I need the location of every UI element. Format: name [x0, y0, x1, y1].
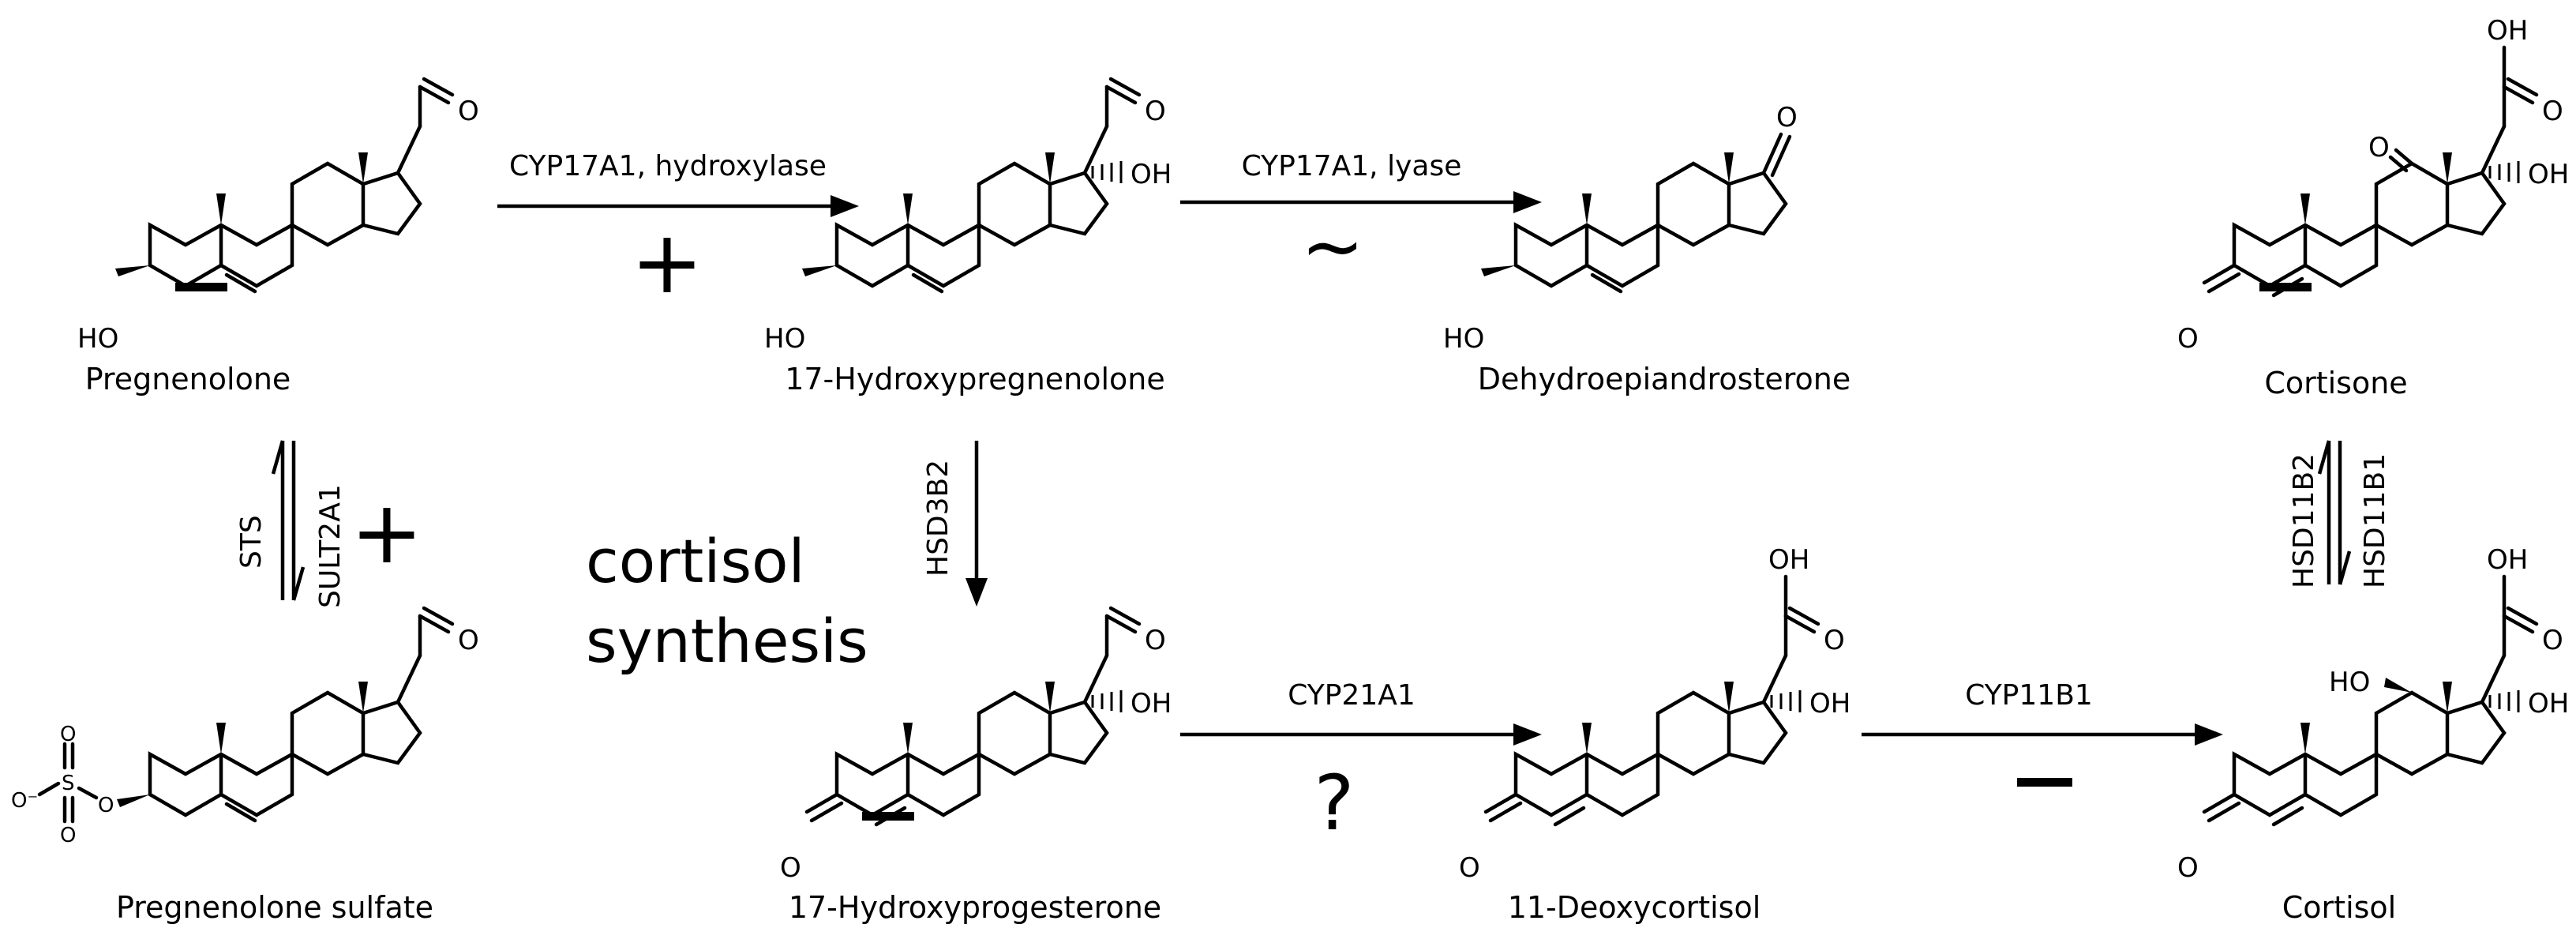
- atom-o-minus: O⁻: [11, 789, 38, 813]
- atom-o: O: [2177, 323, 2199, 355]
- half-arrowhead: [2338, 550, 2352, 585]
- atom-o: O: [1459, 852, 1480, 884]
- cortisone-structure: O O OH OH O: [2177, 15, 2569, 355]
- compound-label-17-hydroxyprogesterone: 17-Hydroxyprogesterone: [789, 890, 1161, 925]
- half-arrowhead: [291, 566, 306, 601]
- deoxycortisol-structure: O OH OH O: [1459, 544, 1850, 884]
- tilde-sign: ~: [1301, 202, 1364, 291]
- atom-ho: HO: [764, 323, 805, 355]
- plus-sign: +: [631, 212, 703, 313]
- atom-o: O: [2368, 132, 2390, 163]
- minus-sign: [175, 283, 227, 291]
- enzyme-label-cyp17a1-lyase: CYP17A1, lyase: [1242, 150, 1462, 182]
- arrowhead: [1513, 723, 1542, 746]
- atom-oh: OH: [2528, 688, 2569, 719]
- compound-label-cortisol: Cortisol: [2282, 890, 2396, 925]
- minus-sign: [2017, 778, 2072, 787]
- question-sign: ?: [1314, 759, 1355, 847]
- hydroxyprogesterone-structure: O OH O: [780, 606, 1172, 884]
- enzyme-label-sts: STS: [235, 515, 268, 569]
- arrowhead: [831, 195, 859, 217]
- atom-o: O: [780, 852, 801, 884]
- atom-oh: OH: [1131, 688, 1172, 719]
- diagram-title-line-2: synthesis: [586, 606, 868, 676]
- atom-oh: OH: [1768, 544, 1809, 576]
- minus-sign: [2259, 283, 2312, 291]
- pregnenolone-structure: O HO: [77, 77, 479, 355]
- atom-s: S: [62, 772, 75, 795]
- atom-o: O: [2177, 852, 2199, 884]
- pregnenolone-sulfate-structure: O O S O O O⁻: [11, 606, 479, 847]
- atom-oh: OH: [2487, 544, 2528, 576]
- minus-sign: [862, 812, 914, 821]
- atom-o: O: [60, 824, 76, 847]
- arrowhead: [1513, 191, 1542, 213]
- enzyme-label-hsd11b1: HSD11B1: [2359, 453, 2391, 588]
- atom-ho: HO: [2329, 667, 2370, 698]
- atom-o: O: [1824, 625, 1845, 656]
- atom-o: O: [1145, 96, 1166, 127]
- atom-oh: OH: [1809, 688, 1850, 719]
- enzyme-label-cyp21a1: CYP21A1: [1288, 679, 1415, 712]
- compound-label-17-hydroxypregnenolone: 17-Hydroxypregnenolone: [785, 362, 1165, 396]
- atom-oh: OH: [2528, 159, 2569, 190]
- atom-ho: HO: [77, 323, 118, 355]
- plus-sign: +: [351, 482, 423, 583]
- hydroxypregnenolone-structure: O OH HO: [764, 77, 1172, 355]
- dhea-structure: O HO: [1443, 102, 1798, 355]
- diagram-title-line-1: cortisol: [586, 526, 805, 596]
- enzyme-label-cyp11b1: CYP11B1: [1965, 679, 2093, 712]
- atom-oh: OH: [2487, 15, 2528, 47]
- atom-o: O: [2542, 625, 2563, 656]
- atom-oh: OH: [1131, 159, 1172, 190]
- arrowhead: [966, 578, 988, 607]
- compound-label-pregnenolone: Pregnenolone: [85, 362, 291, 396]
- cortisol-structure: HO O OH OH O: [2177, 544, 2569, 884]
- atom-o: O: [98, 794, 114, 817]
- compound-label-cortisone: Cortisone: [2264, 366, 2407, 400]
- enzyme-label-sult2a1: SULT2A1: [314, 484, 347, 608]
- arrowhead: [2195, 723, 2223, 746]
- atom-o: O: [458, 96, 479, 127]
- compound-label-pregnenolone-sulfate: Pregnenolone sulfate: [116, 890, 433, 925]
- enzyme-label-hsd3b2: HSD3B2: [922, 460, 954, 577]
- atom-o: O: [2542, 96, 2563, 127]
- compound-label-dhea: Dehydroepiandrosterone: [1478, 362, 1851, 396]
- half-arrowhead: [271, 440, 285, 475]
- atom-ho: HO: [1443, 323, 1484, 355]
- atom-o: O: [1776, 102, 1798, 133]
- half-arrowhead: [2317, 440, 2331, 475]
- enzyme-label-hsd11b2: HSD11B2: [2288, 453, 2320, 588]
- atom-o: O: [60, 723, 76, 746]
- compound-label-11-deoxycortisol: 11-Deoxycortisol: [1508, 890, 1761, 925]
- atom-o: O: [1145, 625, 1166, 656]
- atom-o: O: [458, 625, 479, 656]
- enzyme-label-cyp17a1-hydroxylase: CYP17A1, hydroxylase: [509, 150, 827, 182]
